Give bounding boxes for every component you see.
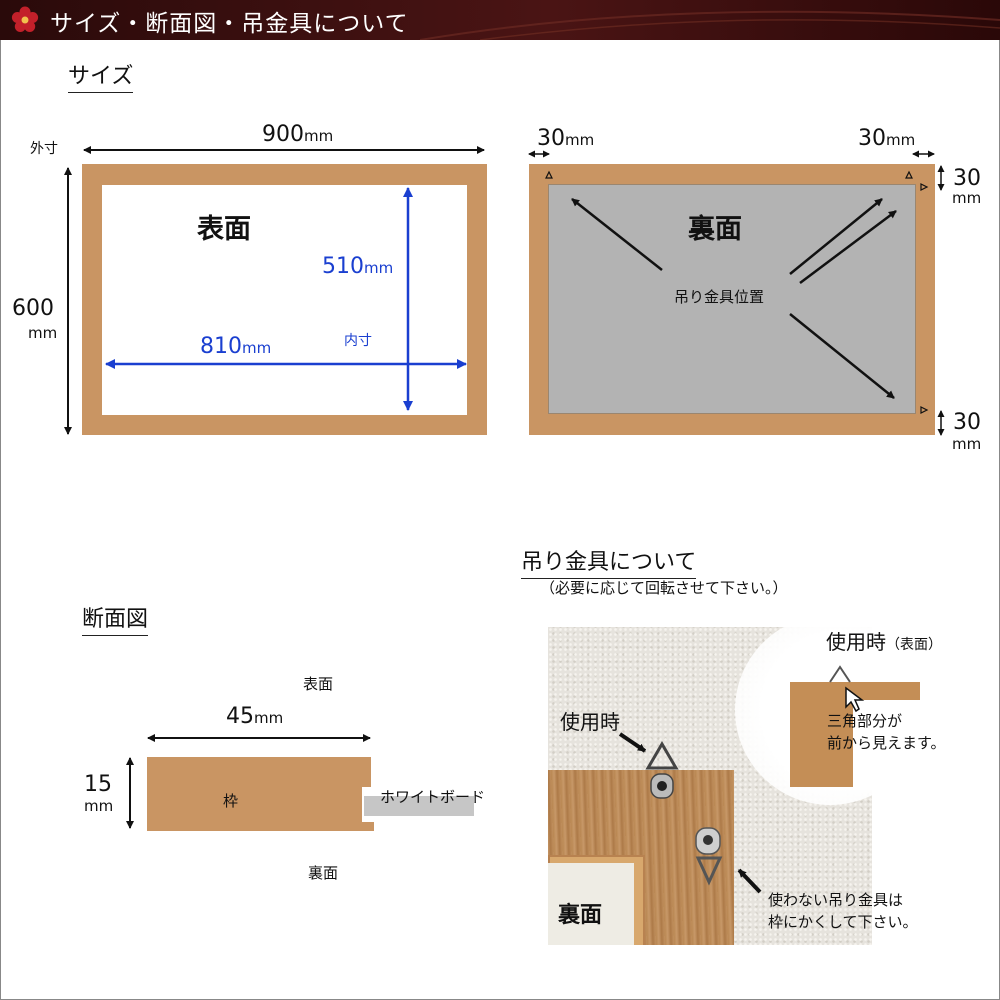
zoom-frame-cutout [853,700,923,790]
back-label: 裏面 [688,214,742,245]
header-swoosh [419,10,1000,40]
cross-section-back-label: 裏面 [308,864,339,882]
whiteboard-panel [364,796,474,816]
back-frame [529,164,935,435]
header-bar: サイズ・断面図・吊金具について [0,0,1000,40]
cross-section-front-label: 表面 [303,675,334,693]
hanger-marker-top-right [905,170,913,179]
offset-bottom-value: 30 [953,410,981,435]
photo-back-panel [548,863,634,945]
outer-height-unit: mm [28,324,58,342]
triangle-note: 三角部分が 前から見えます。 [827,712,946,752]
outer-width-value: 900mm [262,122,334,147]
hanger-section-title: 吊り金具について [521,544,697,579]
hanger-position-label: 吊り金具位置 [674,288,765,306]
cross-section-depth-unit: mm [84,797,114,815]
offset-right-value: 30mm [858,126,916,151]
whiteboard-label: ホワイトボード [380,788,486,806]
in-use-label: 使用時 [560,710,620,734]
frame-label: 枠 [223,792,239,810]
page-title: サイズ・断面図・吊金具について [50,11,409,37]
inner-height-value: 510mm [322,254,394,279]
unused-hanger-note: 使わない吊り金具は 枠にかくして下さい。 [768,891,918,931]
front-label: 表面 [197,214,251,245]
inner-width-value: 810mm [200,334,272,359]
outer-height-value: 600 [12,296,54,321]
hanger-marker-right-bottom [920,406,929,414]
triangle-hanger-in-use [645,741,679,770]
hanger-marker-top-left [545,170,553,179]
outer-size-label: 外寸 [30,141,58,157]
hanger-section-note: （必要に応じて回転させて下さい。） [540,579,788,597]
photo-back-label: 裏面 [558,903,603,928]
size-section-title: サイズ [68,58,134,93]
cursor-icon [845,686,865,713]
offset-left-value: 30mm [537,126,595,151]
offset-bottom-unit: mm [952,435,982,453]
hanger-marker-right-top [920,183,929,191]
offset-top-unit: mm [952,189,982,207]
offset-top-value: 30 [953,166,981,191]
cross-section-depth-value: 15 [84,772,112,797]
in-use-front-label: 使用時（表面） [826,630,942,654]
cross-section-title: 断面図 [82,601,149,636]
cross-section-width-value: 45mm [226,704,284,729]
inner-size-label: 内寸 [344,333,372,349]
plum-flower-icon [11,6,39,32]
